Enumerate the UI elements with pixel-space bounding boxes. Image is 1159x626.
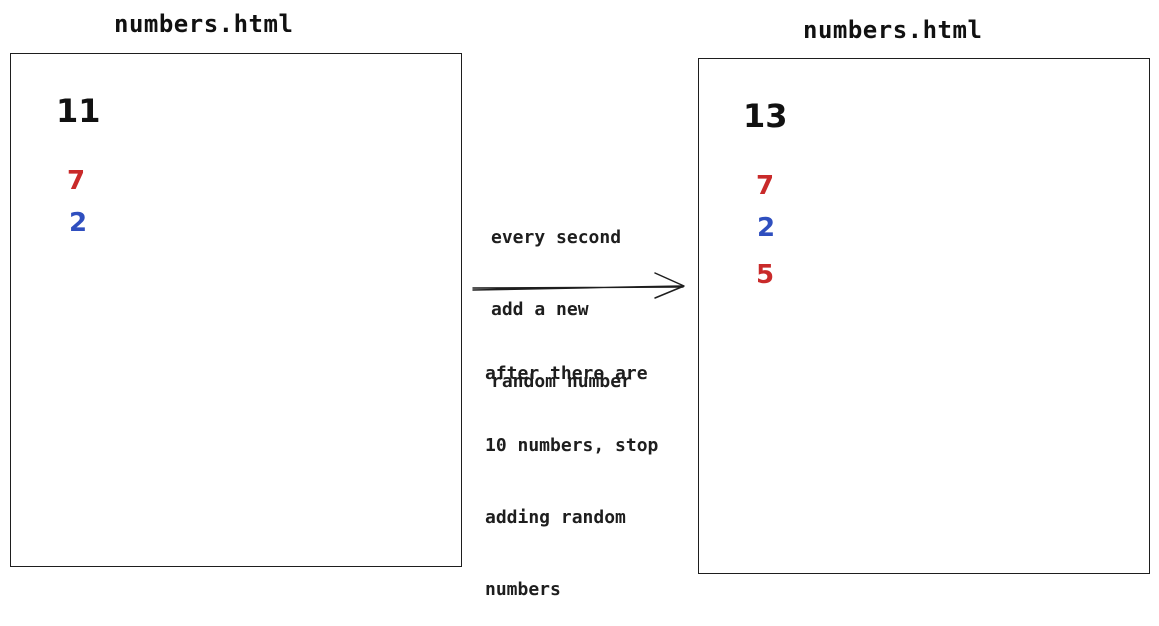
right-page-frame: 13 7 2 5 [698,58,1150,574]
right-number-2: 2 [757,213,776,243]
note-above-line-3: random number [491,371,632,392]
left-page-frame: 11 7 2 [10,53,462,567]
left-frame-title: numbers.html [114,10,294,38]
right-sum: 13 [743,97,788,135]
transition-arrow [472,272,685,299]
note-below-line-3: adding random [485,507,626,528]
arrow-note-below: after there are 10 numbers, stop adding … [485,314,658,626]
left-number-2: 2 [69,208,88,238]
note-below-line-2: 10 numbers, stop [485,435,659,456]
left-number-1: 7 [67,166,86,196]
arrow-shaft [472,285,684,291]
right-number-3: 5 [756,260,775,290]
right-number-1: 7 [756,171,775,201]
note-below-line-1: after there are [485,363,648,384]
note-above-line-1: every second [491,227,622,248]
left-sum: 11 [56,92,101,130]
arrow-head [654,272,685,299]
right-frame-title: numbers.html [803,16,983,44]
note-above-line-2: add a new [491,299,589,320]
arrow-note-above: every second add a new random number [491,178,632,418]
